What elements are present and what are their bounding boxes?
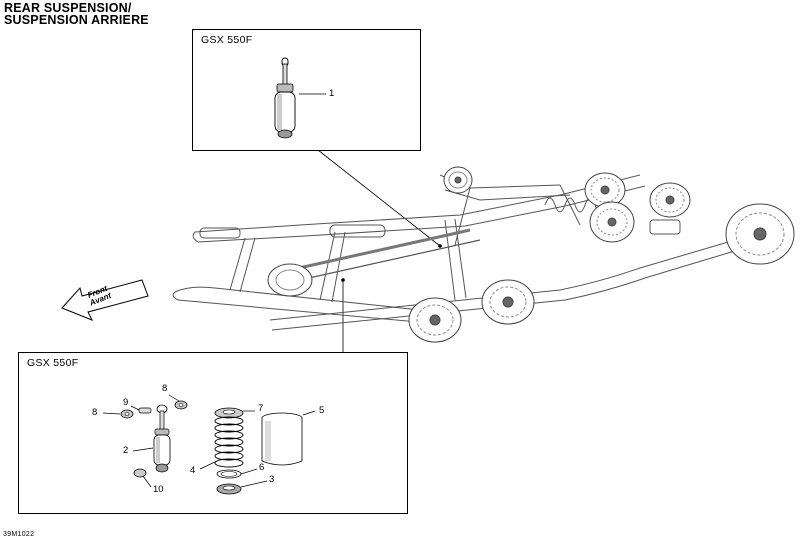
document-reference: 39M1022: [3, 531, 35, 538]
nut-icon: [133, 468, 147, 478]
callout-7: 7: [258, 403, 264, 414]
wheel-mid-right: [589, 201, 635, 243]
page-title: REAR SUSPENSION/ SUSPENSION ARRIERE: [4, 1, 149, 27]
bottom-detail-box: GSX 550F: [18, 352, 408, 514]
leader-dot-bottom: [341, 278, 345, 282]
title-line-1: REAR SUSPENSION/: [4, 1, 132, 15]
wheel-bottom-right: [481, 279, 535, 325]
callout-4: 4: [190, 465, 196, 476]
spring-icon: [214, 416, 244, 468]
callout-5: 5: [319, 405, 325, 416]
callout-9: 9: [123, 397, 129, 408]
wheel-bottom-left: [408, 297, 462, 343]
callout-1: 1: [329, 88, 335, 99]
wheel-top-right-2: [649, 182, 691, 218]
callout-10: 10: [153, 484, 164, 495]
washer-icon: [174, 400, 188, 410]
spring-seat-icon: [214, 407, 244, 419]
idler-wheels: [267, 166, 795, 343]
callout-2: 2: [123, 445, 129, 456]
callout-3: 3: [269, 474, 275, 485]
adjuster-nut-icon: [216, 483, 242, 495]
callout-6: 6: [259, 462, 265, 473]
shock-parts-exploded: [102, 394, 316, 495]
wheel-top-right-1: [584, 172, 626, 208]
callout-leaders: [102, 394, 316, 488]
top-box-model-label: GSX 550F: [201, 34, 253, 46]
callout-8-top: 8: [162, 383, 168, 394]
leader-dot-top: [438, 244, 442, 248]
title-line-2: SUSPENSION ARRIERE: [4, 13, 149, 27]
shock-absorber-icon: [274, 57, 326, 139]
ring-icon: [216, 469, 242, 479]
bottom-box-model-label: GSX 550F: [27, 357, 79, 369]
wheel-inner-left: [267, 263, 313, 297]
dust-cover-icon: [261, 412, 303, 466]
bushing-icon: [138, 407, 152, 414]
front-arrow-icon: [61, 279, 149, 321]
wheel-rear-large: [725, 203, 795, 265]
top-detail-box: GSX 550F 1: [192, 29, 421, 151]
washer-left-icon: [120, 409, 134, 419]
wheel-front-top: [443, 166, 473, 194]
leader-line-top: [317, 149, 441, 247]
shock-absorber-part-icon: [153, 404, 171, 473]
callout-8-left: 8: [92, 407, 98, 418]
